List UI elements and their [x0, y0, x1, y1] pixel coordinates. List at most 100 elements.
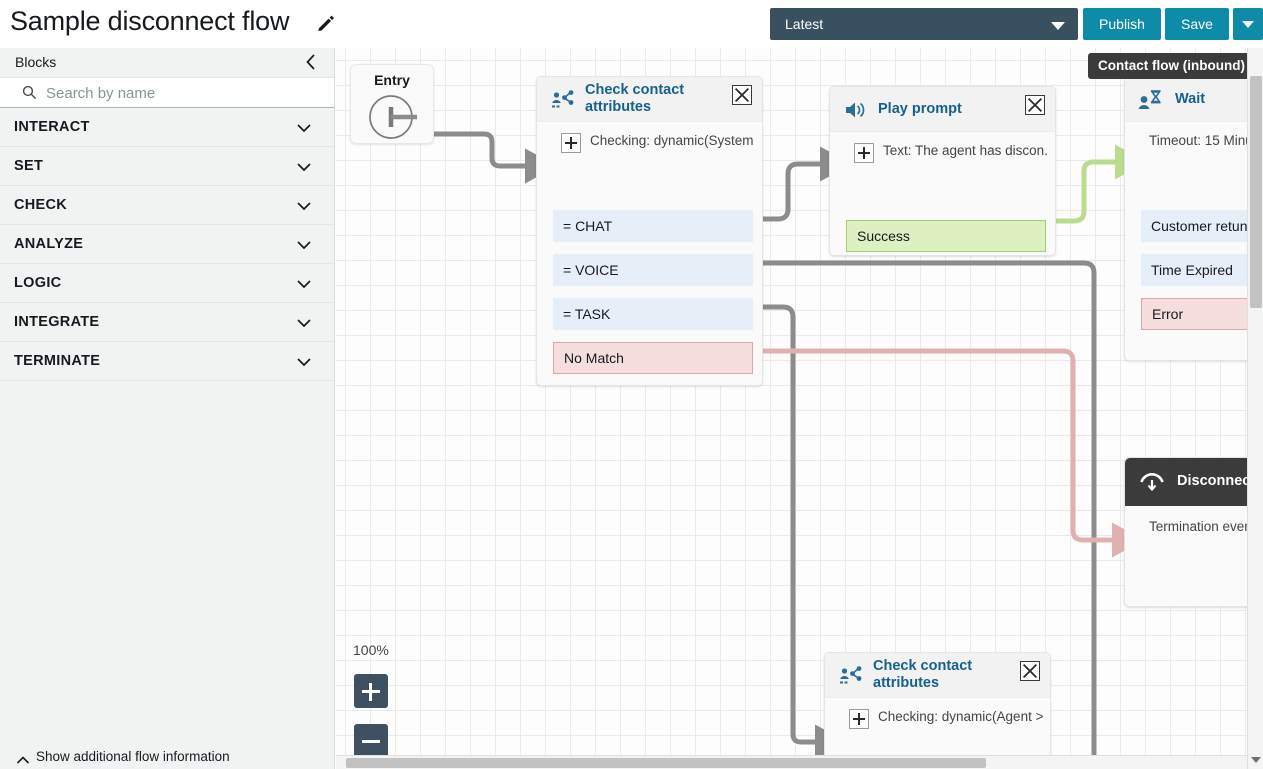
chevron-down-icon [296, 121, 312, 133]
version-select-value: Latest [785, 16, 824, 32]
top-bar: Sample disconnect flow Latest Publish Sa… [0, 0, 1263, 48]
chevron-down-icon[interactable] [1251, 757, 1261, 763]
sidebar-title: Blocks [15, 54, 57, 70]
search-icon [22, 85, 37, 100]
chevron-down-icon [1051, 22, 1065, 30]
node-port-label: Time Expired [1151, 262, 1233, 278]
node-title: Check contact attributes [873, 658, 973, 691]
scrollbar-thumb[interactable] [1250, 76, 1262, 308]
entry-connector-icon [369, 95, 417, 139]
node-parameter[interactable]: Checking: dynamic(System ... [537, 122, 762, 164]
node-parameter[interactable]: Timeout: 15 Minut [1125, 122, 1263, 164]
sidebar-category-label: ANALYZE [14, 236, 84, 252]
node-play-prompt[interactable]: Play prompt Text: The agent has discon..… [829, 86, 1056, 256]
node-header: Check contact attributes [537, 77, 762, 122]
check-contact-attributes-icon [839, 665, 863, 687]
node-port-success[interactable]: Success [846, 220, 1046, 252]
node-title: Play prompt [878, 101, 962, 117]
sidebar-category-label: CHECK [14, 197, 68, 213]
node-parameter[interactable]: Checking: dynamic(Agent >... [825, 698, 1050, 740]
node-port-error[interactable]: Error [1141, 298, 1263, 330]
node-port-chat[interactable]: = CHAT [553, 210, 753, 242]
node-port-label: Customer retun [1151, 218, 1248, 234]
node-header: Wait [1125, 77, 1263, 122]
node-title: Wait [1175, 91, 1206, 107]
wait-hourglass-icon [1137, 89, 1161, 111]
pencil-icon[interactable] [317, 14, 335, 32]
sidebar-category-logic[interactable]: LOGIC [0, 264, 334, 303]
node-parameter[interactable]: Termination event [1125, 506, 1263, 550]
search-row[interactable] [0, 78, 334, 108]
close-icon[interactable] [1025, 95, 1045, 115]
entry-node-label: Entry [374, 72, 410, 88]
node-port-label: = TASK [563, 306, 611, 322]
node-body: Termination event [1125, 506, 1263, 550]
node-port-voice[interactable]: = VOICE [553, 254, 753, 286]
node-parameter-text: Checking: dynamic(System ... [590, 133, 756, 148]
version-select[interactable]: Latest [770, 8, 1078, 40]
publish-button[interactable]: Publish [1083, 8, 1161, 40]
save-button[interactable]: Save [1165, 8, 1229, 40]
chevron-up-icon [16, 753, 30, 764]
chevron-down-icon [296, 277, 312, 289]
node-body: Checking: dynamic(System ... = CHAT = VO… [537, 122, 762, 374]
node-port-time-expired[interactable]: Time Expired [1141, 254, 1263, 286]
sidebar-category-check[interactable]: CHECK [0, 186, 334, 225]
node-body: Checking: dynamic(Agent >... [825, 698, 1050, 740]
node-body: Text: The agent has discon... Success [830, 132, 1055, 252]
sidebar-category-label: INTEGRATE [14, 314, 100, 330]
node-disconnect[interactable]: Disconnec Termination event [1124, 457, 1263, 607]
sidebar-category-label: TERMINATE [14, 353, 101, 369]
disconnect-phone-icon [1139, 472, 1164, 494]
zoom-out-button[interactable] [354, 724, 388, 758]
node-port-customer-returned[interactable]: Customer retun [1141, 210, 1263, 242]
chevron-down-icon [296, 160, 312, 172]
chevron-down-icon [296, 355, 312, 367]
node-port-label: = VOICE [563, 262, 619, 278]
node-check-contact-attributes-1[interactable]: Check contact attributes Checking: dynam… [536, 76, 763, 386]
expand-plus-icon[interactable] [849, 709, 869, 729]
flow-type-badge: Contact flow (inbound) [1088, 53, 1255, 79]
sidebar-category-interact[interactable]: INTERACT [0, 108, 334, 147]
expand-plus-icon[interactable] [561, 133, 581, 153]
chevron-left-icon[interactable] [304, 53, 318, 71]
save-options-button[interactable] [1233, 8, 1263, 40]
page-title: Sample disconnect flow [10, 6, 290, 36]
zoom-level-label: 100% [353, 642, 389, 658]
sidebar-category-label: SET [14, 158, 44, 174]
node-wait[interactable]: Wait Timeout: 15 Minut Customer retun Ti… [1124, 76, 1263, 361]
speaker-icon [844, 99, 868, 121]
scrollbar-thumb[interactable] [346, 758, 986, 768]
node-port-task[interactable]: = TASK [553, 298, 753, 330]
chevron-down-icon [296, 238, 312, 250]
show-additional-flow-information-label: Show additional flow information [36, 749, 230, 764]
node-header: Play prompt [830, 87, 1055, 132]
node-header: Disconnec [1125, 458, 1263, 506]
entry-node[interactable]: Entry [350, 64, 434, 144]
close-icon[interactable] [732, 85, 752, 105]
expand-plus-icon[interactable] [854, 143, 874, 163]
chevron-down-icon [296, 199, 312, 211]
sidebar-category-integrate[interactable]: INTEGRATE [0, 303, 334, 342]
node-parameter-text: Termination event [1149, 519, 1256, 534]
flow-canvas[interactable]: Entry [336, 48, 1263, 769]
node-port-label: Error [1152, 306, 1184, 322]
blocks-sidebar: Blocks INTERACT SET [0, 48, 335, 769]
search-input[interactable] [44, 81, 314, 105]
node-parameter[interactable]: Text: The agent has discon... [830, 132, 1055, 174]
sidebar-category-analyze[interactable]: ANALYZE [0, 225, 334, 264]
node-check-contact-attributes-2[interactable]: Check contact attributes Checking: dynam… [824, 652, 1051, 769]
sidebar-category-set[interactable]: SET [0, 147, 334, 186]
sidebar-header: Blocks [0, 48, 334, 78]
node-port-no-match[interactable]: No Match [553, 342, 753, 374]
node-header: Check contact attributes [825, 653, 1050, 698]
sidebar-category-terminate[interactable]: TERMINATE [0, 342, 334, 381]
close-icon[interactable] [1020, 661, 1040, 681]
zoom-in-button[interactable] [354, 674, 388, 708]
node-title: Disconnec [1177, 473, 1251, 489]
node-parameter-text: Text: The agent has discon... [883, 143, 1049, 158]
canvas-horizontal-scrollbar[interactable] [336, 755, 1247, 769]
sidebar-category-label: INTERACT [14, 119, 90, 135]
node-port-label: = CHAT [563, 218, 613, 234]
canvas-vertical-scrollbar[interactable] [1247, 48, 1263, 769]
